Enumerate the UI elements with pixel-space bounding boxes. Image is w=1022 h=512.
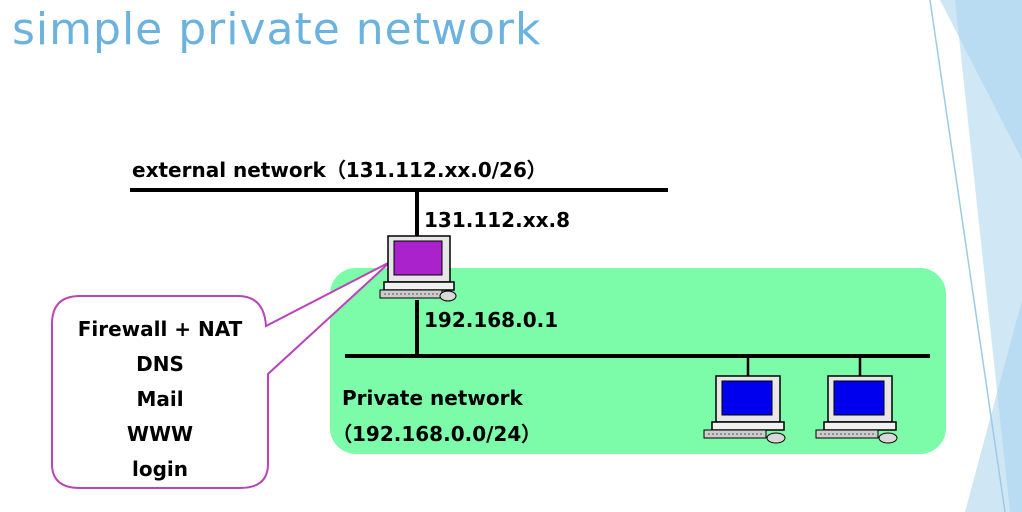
internal-ip-label: 192.168.0.1 <box>424 308 559 332</box>
external-network-label: external network（131.112.xx.0/26） <box>132 158 547 182</box>
private-network-zone <box>330 268 946 454</box>
callout-bubble <box>51 261 391 489</box>
service-mail: Mail <box>136 387 184 411</box>
service-www: WWW <box>126 422 194 446</box>
private-network-label: Private network <box>342 386 523 410</box>
services-callout: Firewall + NAT DNS Mail WWW login <box>52 312 268 487</box>
service-firewall-nat: Firewall + NAT <box>77 317 243 341</box>
gateway-computer-icon <box>379 235 457 302</box>
external-ip-label: 131.112.xx.8 <box>424 208 571 232</box>
client-computer-2-icon <box>815 375 898 444</box>
service-dns: DNS <box>136 352 184 376</box>
service-login: login <box>131 457 188 481</box>
decor-line <box>929 0 1006 512</box>
decor-strip <box>955 0 1022 512</box>
private-network-range: （192.168.0.0/24） <box>332 422 542 446</box>
client-computer-1-icon <box>703 375 786 444</box>
page-title: simple private network <box>12 4 542 55</box>
